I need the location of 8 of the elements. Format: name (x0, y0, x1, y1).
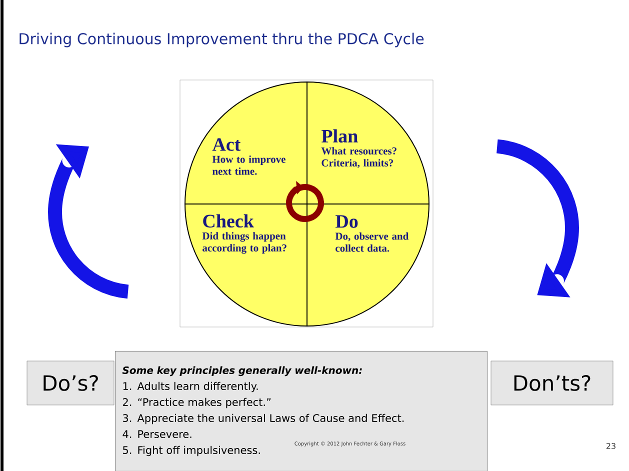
page-number: 23 (606, 442, 616, 450)
quadrant: Act How to improve next time. (184, 82, 308, 204)
text-box: Do’s? (26, 360, 114, 406)
quadrant: Check Did things happen according to plan? (184, 204, 308, 326)
title: Driving Continuous Improvement thru the PDCA Cycle (20, 32, 424, 48)
quadrant: Plan What resources? Criteria, limits? (306, 82, 430, 204)
text-box: Don’ts? (490, 360, 614, 406)
quadrant: Do Do, observe and collect data. (306, 204, 430, 326)
